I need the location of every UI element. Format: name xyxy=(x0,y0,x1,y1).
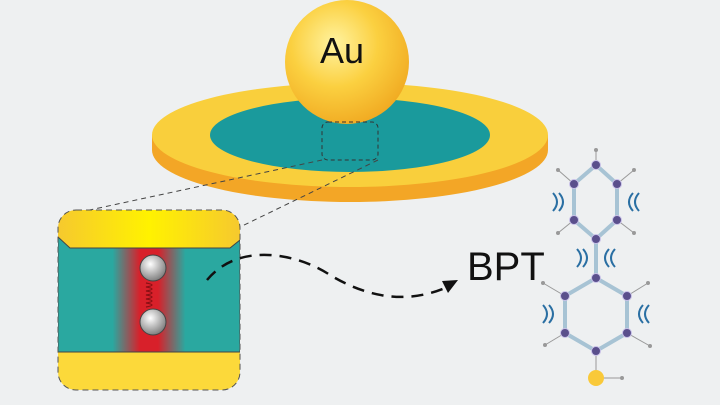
vibration-arrow-icon xyxy=(548,304,554,324)
bond xyxy=(563,276,598,298)
hydrogen-atom xyxy=(541,281,545,285)
vibration-arrow-icon xyxy=(582,248,588,268)
hydrogen-atom xyxy=(543,343,547,347)
carbon-atom xyxy=(560,328,570,338)
gold-sphere xyxy=(285,0,409,124)
hydrogen-atom xyxy=(646,281,650,285)
bpt-label: BPT xyxy=(467,245,545,289)
dashed-arrow xyxy=(206,253,453,299)
vibration-arrow-icon xyxy=(558,192,564,212)
atom-icon xyxy=(139,308,167,336)
gold-disk xyxy=(152,83,548,202)
au-label: Au xyxy=(320,30,365,71)
vibration-arrow-icon xyxy=(644,304,650,324)
bond xyxy=(563,331,598,353)
sulfur-atom xyxy=(588,370,604,386)
hydrogen-atom xyxy=(632,231,636,235)
atom-icon xyxy=(139,254,167,282)
carbon-atom xyxy=(612,179,622,189)
zoom-line xyxy=(237,159,379,229)
carbon-atom xyxy=(622,291,632,301)
carbon-atom xyxy=(569,179,579,189)
hydrogen-atom xyxy=(556,231,560,235)
hydrogen-atom xyxy=(620,376,624,380)
carbon-atom xyxy=(622,328,632,338)
zoom-line xyxy=(84,159,323,212)
carbon-atom xyxy=(560,291,570,301)
vibration-arrow-icon xyxy=(634,192,640,212)
vibration-arrow-icon xyxy=(610,248,616,268)
vibration-arrow-icon xyxy=(604,248,610,268)
bond xyxy=(594,331,629,353)
zoom-region xyxy=(321,121,379,161)
carbon-atom xyxy=(591,273,601,283)
vibration-arrow-icon xyxy=(542,304,548,324)
vibration-arrow-icon xyxy=(576,248,582,268)
bond xyxy=(594,276,629,298)
vibration-arrow-icon xyxy=(638,304,644,324)
hydrogen-atom xyxy=(556,168,560,172)
hydrogen-atom xyxy=(632,168,636,172)
carbon-atom xyxy=(591,160,601,170)
carbon-atom xyxy=(591,234,601,244)
bpt-molecule xyxy=(541,148,652,386)
hydrogen-atom xyxy=(594,148,598,152)
carbon-atom xyxy=(569,215,579,225)
inset-gap xyxy=(57,209,241,391)
carbon-atom xyxy=(591,346,601,356)
spring-icon xyxy=(145,282,153,308)
hydrogen-atom xyxy=(648,344,652,348)
vibration-arrow-icon xyxy=(628,192,634,212)
vibration-arrow-icon xyxy=(552,192,558,212)
teal-layer xyxy=(210,98,490,172)
arrow-head-icon xyxy=(442,280,458,293)
carbon-atom xyxy=(612,215,622,225)
